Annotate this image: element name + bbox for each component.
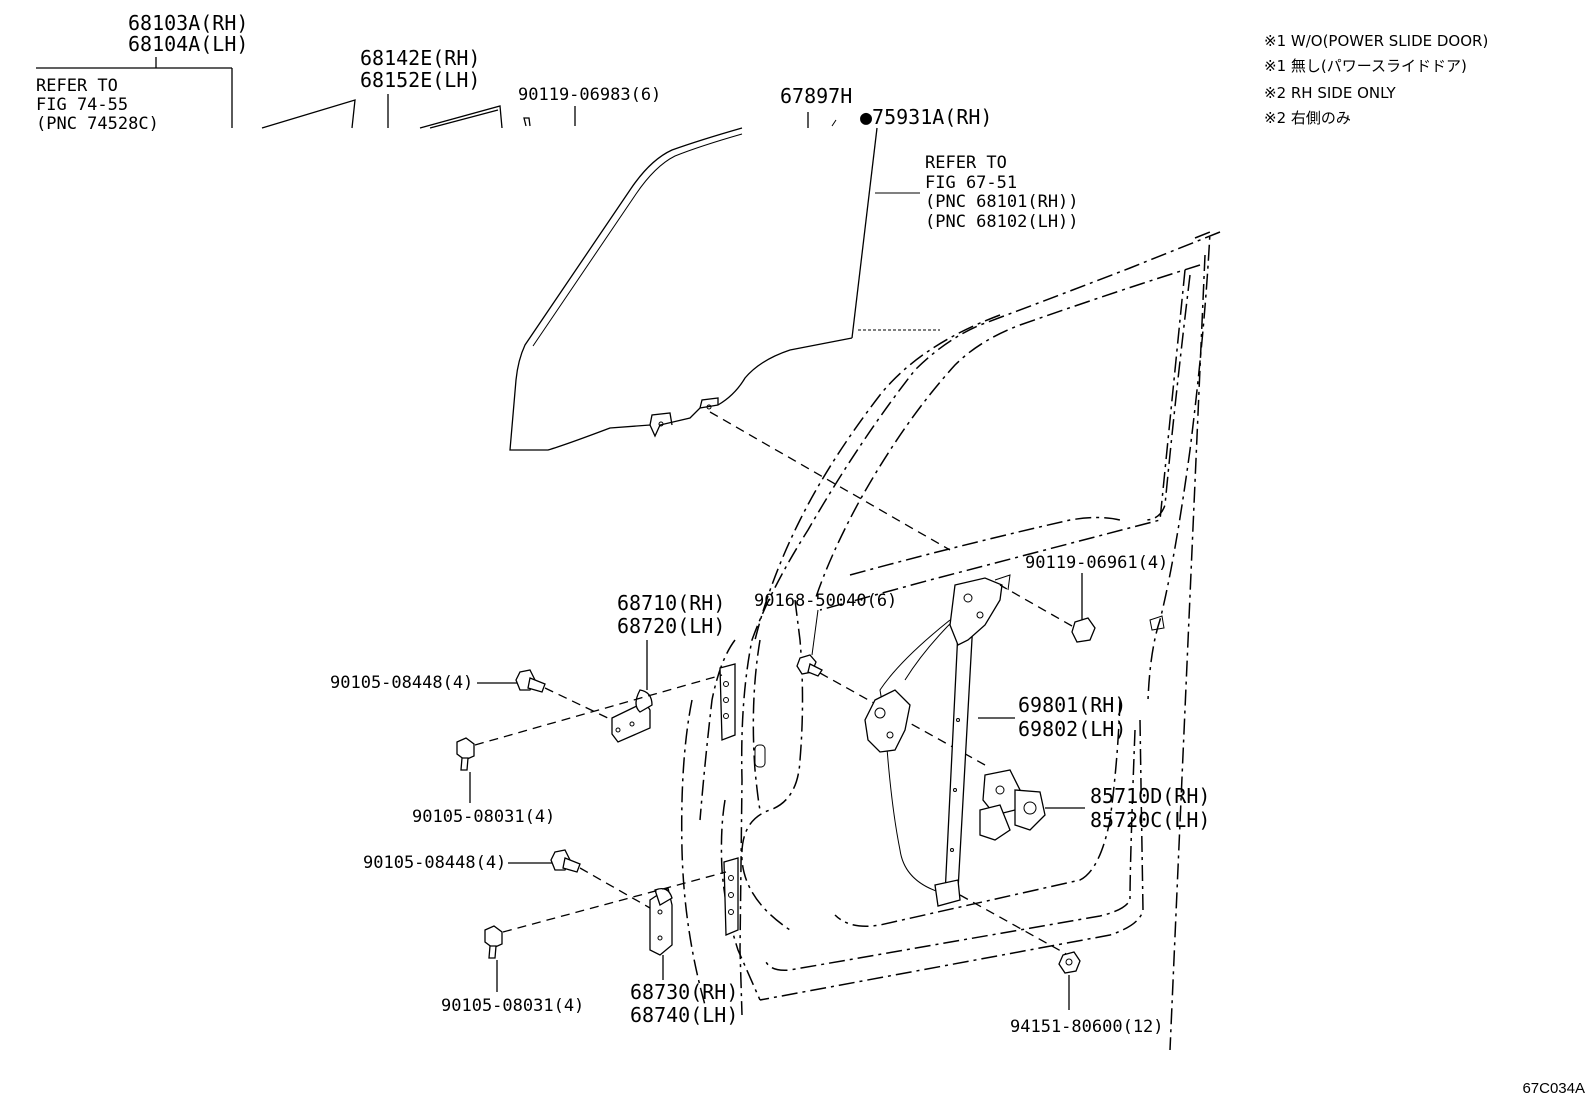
refer-67-label-3: (PNC 68101(RH)) [925, 192, 1079, 212]
bolt-90168-50040 [796, 654, 823, 677]
label-68103a: 68103A(RH) [128, 11, 248, 35]
bolt-90105-08031-lower [484, 925, 503, 959]
note-1-jp: ※1 無し(パワースライドドア) [1264, 57, 1467, 75]
glass-guide-line [709, 411, 951, 551]
bolt-90105-08448-upper [515, 669, 546, 693]
label-68152e: 68152E(LH) [360, 68, 480, 92]
bolt-90105-08031-upper [456, 737, 475, 771]
note-1-en: ※1 W/O(POWER SLIDE DOOR) [1264, 32, 1488, 50]
door-glass [509, 127, 853, 451]
label-85720c: 85720C(LH) [1090, 808, 1210, 832]
label-90105-08448-b: 90105-08448(4) [363, 853, 506, 873]
bolt-90105-08448-lower [550, 849, 581, 873]
window-regulator: 90168-50040(6) 69801(RH) 69802(LH) [754, 574, 1126, 907]
label-90119-06983: 90119-06983(6) [518, 85, 661, 105]
refer-67-label-1: REFER TO [925, 153, 1007, 173]
refer-67-label-2: FIG 67-51 [925, 173, 1017, 193]
upper-hinge-group: 68710(RH) 68720(LH) 90105-08448(4) 90105… [330, 591, 736, 827]
label-90168-50040: 90168-50040(6) [754, 591, 897, 611]
label-68740: 68740(LH) [630, 1003, 738, 1027]
label-94151-80600: 94151-80600(12) [1010, 1017, 1164, 1037]
label-90119-06961: 90119-06961(4) [1025, 553, 1168, 573]
label-85710d: 85710D(RH) [1090, 784, 1210, 808]
label-69801: 69801(RH) [1018, 693, 1126, 717]
lower-hinge-group: 90105-08448(4) 90105-08031(4) 68730(RH) … [363, 849, 739, 1027]
label-67897h: 67897H [780, 84, 852, 108]
refer-74-label-3: (PNC 74528C) [36, 114, 159, 134]
label-69802: 69802(LH) [1018, 717, 1126, 741]
figure-code: 67C034A [1522, 1080, 1585, 1097]
label-90105-08448-a: 90105-08448(4) [330, 673, 473, 693]
glass-labels: 67897H ●75931A(RH) REFER TO FIG 67-51 (P… [780, 84, 1079, 339]
refer-67-label-4: (PNC 68102(LH)) [925, 212, 1079, 232]
nut-94151-80600 [1058, 951, 1081, 974]
upper-weatherstrip-parts: 68103A(RH) 68104A(LH) REFER TO FIG 74-55… [36, 11, 661, 134]
refer-74-label-1: REFER TO [36, 76, 118, 96]
note-2-jp: ※2 右側のみ [1264, 109, 1351, 127]
label-90105-08031-b: 90105-08031(4) [441, 996, 584, 1016]
label-68720: 68720(LH) [617, 614, 725, 638]
label-68142e: 68142E(RH) [360, 46, 480, 70]
note-2-en: ※2 RH SIDE ONLY [1264, 84, 1396, 102]
label-75931a: ●75931A(RH) [860, 105, 992, 129]
regulator-motor: 85710D(RH) 85720C(LH) [979, 769, 1210, 841]
bolt-90119-06961-group: 90119-06961(4) [999, 553, 1168, 643]
refer-74-label-2: FIG 74-55 [36, 95, 128, 115]
label-68730: 68730(RH) [630, 980, 738, 1004]
door-panel [680, 230, 1221, 1051]
label-68710: 68710(RH) [617, 591, 725, 615]
label-68104a: 68104A(LH) [128, 32, 248, 56]
label-90105-08031-a: 90105-08031(4) [412, 807, 555, 827]
notes-block: ※1 W/O(POWER SLIDE DOOR) ※1 無し(パワースライドドア… [1264, 32, 1488, 127]
nut-94151-80600-group: 94151-80600(12) [959, 894, 1164, 1037]
